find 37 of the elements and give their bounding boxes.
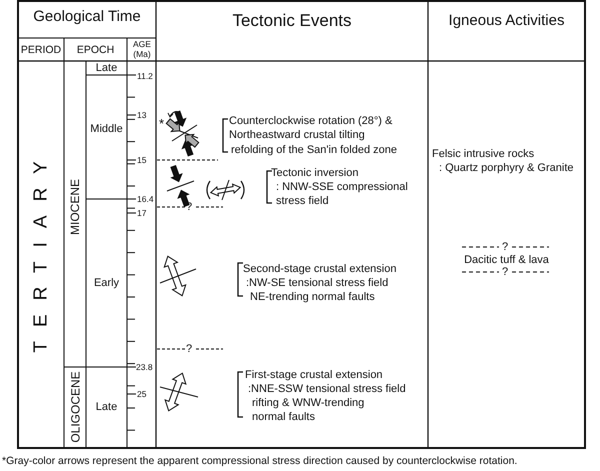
tectonic-event-text: NE-trending normal faults xyxy=(250,290,375,304)
epoch-label: OLIGOCENE xyxy=(68,371,82,443)
age-tick-label: 23.8 xyxy=(136,361,153,374)
tectonic-event-text: :NNE-SSW tensional stress field xyxy=(248,382,406,396)
column-header: Tectonic Events xyxy=(231,14,353,28)
uncertain-mark: ? xyxy=(502,240,508,254)
igneous-activity-text: : Quartz porphyry & Granite xyxy=(439,161,574,175)
footnote-mark: * xyxy=(159,117,164,131)
age-tick-label: 15 xyxy=(137,154,146,167)
tectonic-event-text: :NW-SE tensional stress field xyxy=(246,276,388,290)
column-header: PERIOD xyxy=(20,43,62,57)
period-label: TERTIARY xyxy=(34,147,48,353)
tectonic-event-text: Tectonic inversion xyxy=(271,166,358,180)
tectonic-event-text: rifting & WNW-trending normal faults xyxy=(252,396,366,424)
subepoch-label: Early xyxy=(92,276,120,290)
subepoch-label: Middle xyxy=(89,122,124,136)
subepoch-label: Late xyxy=(94,61,118,75)
column-header: Igneous Activities xyxy=(448,14,566,28)
uncertain-mark: ? xyxy=(502,265,508,279)
column-header: Geological Time xyxy=(32,10,142,24)
age-tick-label: 11.2 xyxy=(137,70,153,83)
tectonic-event-text: : NNW-SSE compressional stress field xyxy=(276,180,409,208)
age-tick-label: 13 xyxy=(137,109,146,122)
epoch-label: MIOCENE xyxy=(68,179,82,235)
age-tick-label: 16.4 xyxy=(137,193,154,206)
age-tick-label: 17 xyxy=(137,207,146,220)
column-header: EPOCH xyxy=(76,43,116,57)
tectonic-event-text: refolding of the San'in folded zone xyxy=(231,143,397,157)
footnote: *Gray-color arrows represent the apparent compressional stress direction caused by counterclockwise rotation. xyxy=(2,454,518,468)
age-tick-label: 25 xyxy=(137,388,146,401)
subepoch-label: Late xyxy=(94,400,118,414)
tectonic-event-text: First-stage crustal extension xyxy=(245,368,383,382)
column-header: AGE (Ma) xyxy=(132,39,152,59)
igneous-activity-text: Dacitic tuff & lava xyxy=(463,253,550,267)
uncertain-mark: ? xyxy=(186,342,192,356)
tectonic-event-text: Second-stage crustal extension xyxy=(243,262,396,276)
igneous-activity-text: Felsic intrusive rocks xyxy=(432,147,534,161)
